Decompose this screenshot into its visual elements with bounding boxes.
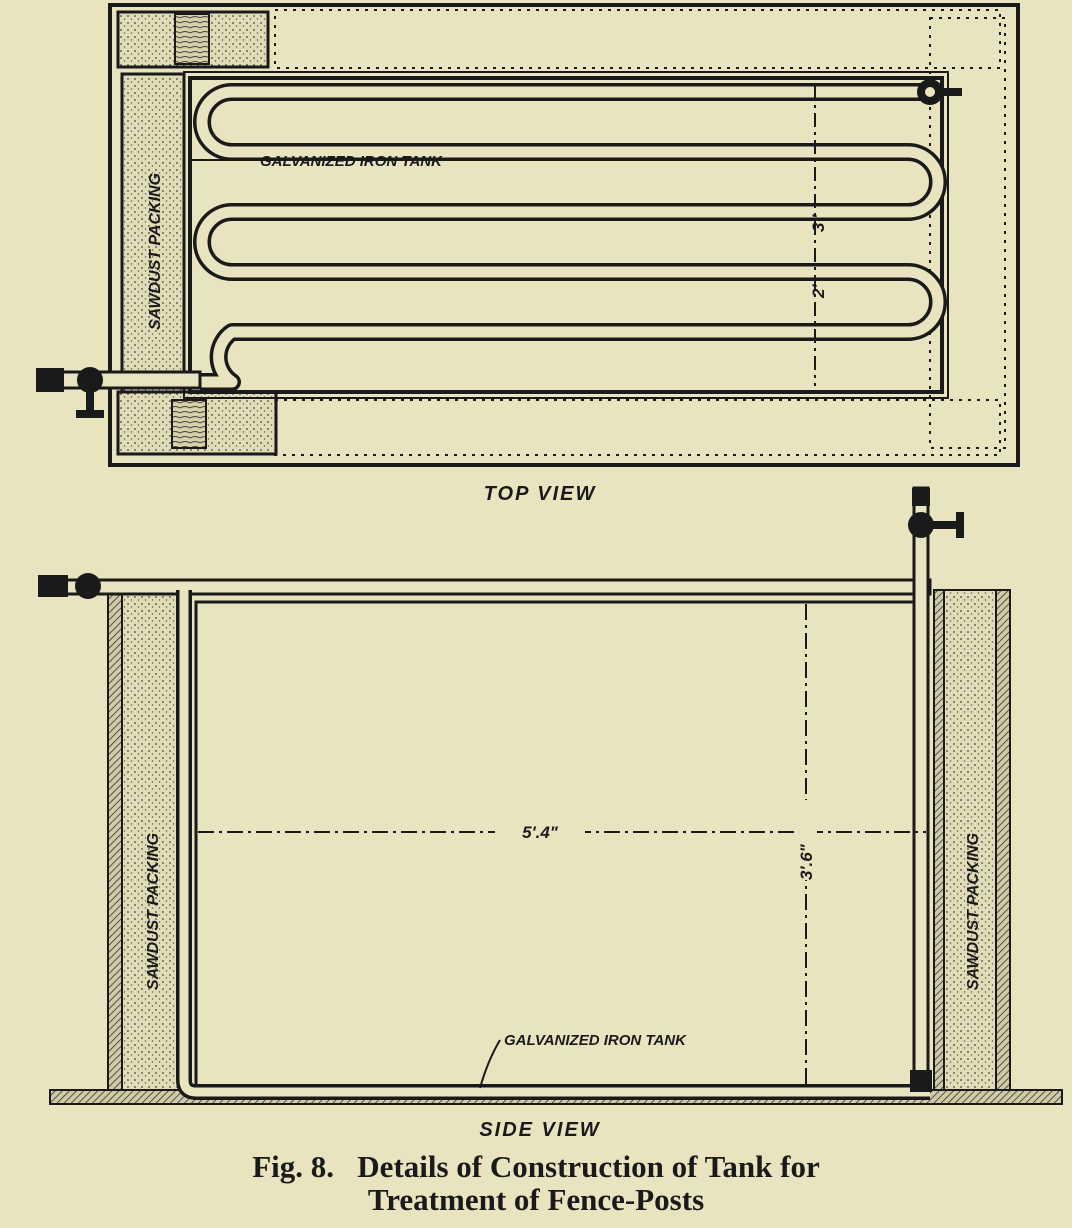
top-dimension-b: 3" [809, 214, 828, 232]
side-left-downpipe-inner [179, 590, 930, 1097]
top-steam-coil-inner [196, 86, 944, 388]
top-view-title: TOP VIEW [484, 483, 597, 505]
top-outlet-valve-core [925, 87, 935, 97]
top-frame-top-wood [174, 13, 210, 65]
top-frame-bottom-wood [171, 399, 207, 449]
side-length-label: 5'.4" [522, 823, 559, 842]
side-right-wall-outer [995, 589, 1011, 1091]
caption-line-1: Fig. 8. Details of Construction of Tank … [252, 1149, 820, 1184]
top-dashed-lid-bottom [274, 399, 1001, 456]
top-dimension-a: 2' [809, 284, 828, 299]
side-outlet-valve-icon [908, 512, 934, 538]
top-view: SAWDUST PACKING 2' 3" GALVANIZED IRON TA… [36, 3, 1020, 505]
side-right-wall-inner [933, 589, 945, 1091]
top-outer-box [108, 3, 1020, 467]
side-inlet-valve-icon [75, 573, 101, 599]
top-sawdust-packing [120, 72, 186, 394]
side-right-packing-label: SAWDUST PACKING [965, 833, 982, 990]
top-galvanized-tank [188, 76, 944, 394]
side-left-packing [121, 589, 181, 1091]
side-outlet-valve-handle [956, 512, 964, 538]
top-inlet-valve-stem [86, 390, 94, 412]
side-right-packing [943, 589, 997, 1091]
side-length-label-bg [495, 818, 585, 844]
figure-caption: Fig. 8. Details of Construction of Tank … [0, 1150, 1072, 1216]
top-tank-label: GALVANIZED IRON TANK [260, 153, 443, 170]
side-tank-leader [479, 1039, 501, 1089]
side-inlet-cap [38, 575, 68, 597]
side-outlet-valve-stem [930, 521, 960, 529]
top-outlet-valve-stem [940, 88, 962, 96]
side-height-label: 3'.6" [797, 843, 816, 880]
side-left-wall-outer [107, 589, 123, 1091]
side-galvanized-tank [194, 600, 930, 1090]
top-dashed-right [929, 17, 1006, 449]
side-bottom-elbow [910, 1070, 932, 1092]
caption-line-2: Treatment of Fence-Posts [367, 1182, 705, 1217]
side-right-riser [912, 486, 930, 1090]
side-height-label-bg [795, 800, 817, 880]
side-view-title: SIDE VIEW [479, 1119, 600, 1141]
side-view: SAWDUST PACKING SAWDUST PACKING 5'.4" 3'… [38, 486, 1063, 1141]
top-dashed-lid [274, 9, 1001, 69]
top-packing-label: SAWDUST PACKING [147, 173, 164, 330]
side-left-packing-label: SAWDUST PACKING [145, 833, 162, 990]
side-right-riser-cap [912, 488, 930, 506]
side-tank-label: GALVANIZED IRON TANK [504, 1032, 687, 1049]
top-steam-coil [193, 83, 947, 391]
top-inlet-valve-handle [76, 410, 104, 418]
top-tank-floor [183, 71, 949, 399]
top-inlet-cap [36, 368, 64, 392]
top-inlet-valve-icon [77, 367, 103, 393]
